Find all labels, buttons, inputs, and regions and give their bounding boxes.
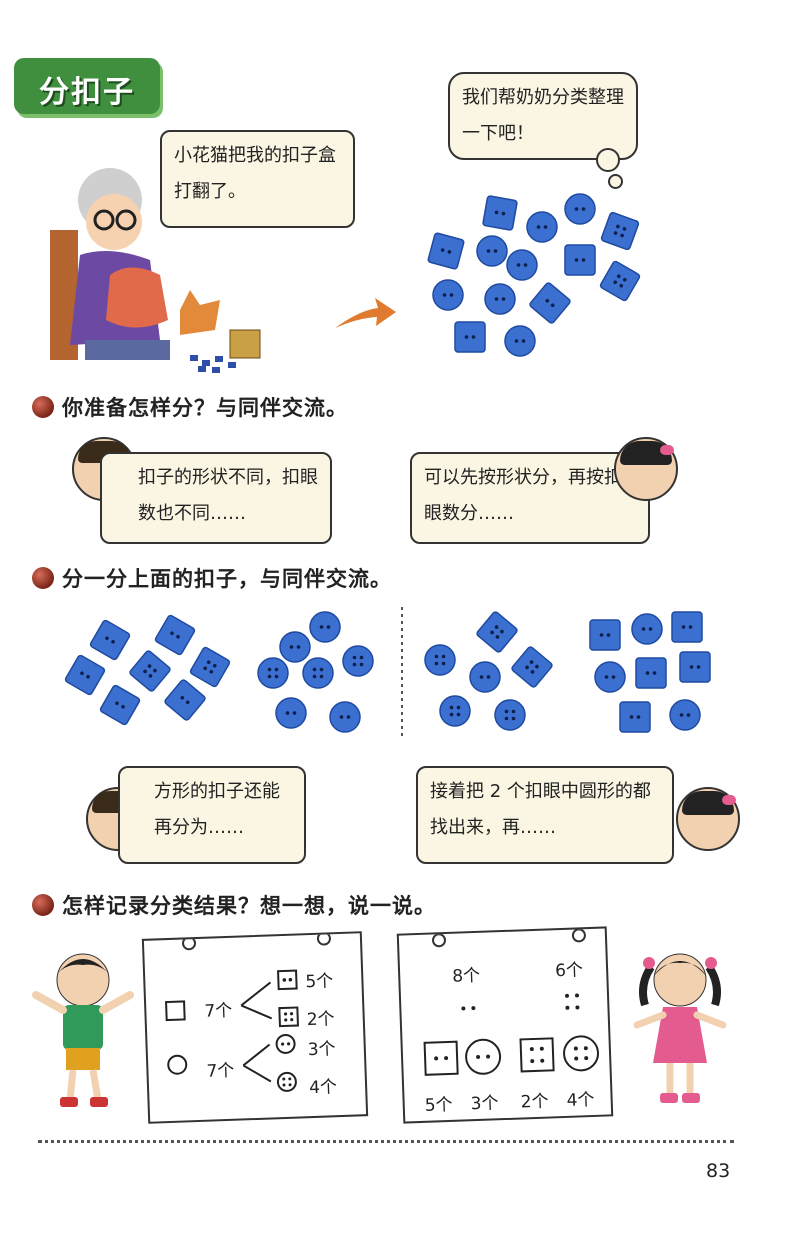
circle-button-4holes <box>494 699 526 731</box>
circle-button-4holes <box>342 645 374 677</box>
square-total: 7个 <box>204 1000 233 1022</box>
bullet-icon <box>32 396 54 418</box>
square-button-4holes <box>476 611 518 653</box>
circle-button-2holes <box>309 611 341 643</box>
boy-speech-1-text: 扣子的形状不同，扣眼数也不同…… <box>138 467 318 524</box>
square-button-2holes <box>99 684 141 726</box>
square-button-4holes <box>511 646 553 688</box>
square-button-4holes <box>600 211 640 251</box>
boy-figure <box>32 953 134 1107</box>
girl-figure <box>633 953 727 1103</box>
square-4holes-count: 2个 <box>306 1009 335 1031</box>
count-square-4holes: 2个 <box>520 1091 549 1113</box>
circle-button-2holes <box>476 235 508 267</box>
question-3-text: 怎样记录分类结果？想一想，说一说。 <box>62 894 436 918</box>
square-button-2holes <box>89 619 131 661</box>
circle-2holes-count: 3个 <box>307 1039 336 1061</box>
bullet-icon <box>32 894 54 916</box>
circle-button-4holes <box>302 657 334 689</box>
circle-button-2holes <box>329 701 361 733</box>
grandma-illustration <box>50 168 261 373</box>
circle-button-2holes <box>594 661 626 693</box>
square-button-4holes <box>599 260 641 302</box>
circle-button-2holes <box>564 193 596 225</box>
girl-avatar <box>676 787 740 851</box>
circle-button-2holes <box>484 283 516 315</box>
lesson-title-text: 分扣子 <box>39 75 135 110</box>
boy-speech-bubble-2: 方形的扣子还能再分为…… <box>118 766 306 864</box>
square-2holes-count: 5个 <box>305 971 334 993</box>
square-button-2holes <box>64 654 106 696</box>
square-button-2holes <box>589 619 621 651</box>
page-number: 83 <box>706 1160 731 1182</box>
square-button-2holes <box>529 282 571 324</box>
scattered-buttons <box>427 193 641 357</box>
thought-text: 我们帮奶奶分类整理一下吧！ <box>462 87 624 144</box>
record-note-2: 8个 6个 5个 3个 2个 4个 <box>396 926 614 1124</box>
page-divider <box>38 1140 734 1143</box>
four-hole-total: 6个 <box>554 960 584 982</box>
arrow-icon <box>335 298 396 328</box>
square-button-2holes <box>454 321 486 353</box>
question-1: 你准备怎样分？与同伴交流。 <box>32 392 348 422</box>
square-button-2holes <box>679 651 711 683</box>
square-button-2holes <box>619 701 651 733</box>
girl-speech-bubble-1: 可以先按形状分，再按扣眼数分…… <box>410 452 650 544</box>
square-button-4holes <box>129 650 171 692</box>
circle-button-4holes <box>439 695 471 727</box>
circle-button-2holes <box>432 279 464 311</box>
square-button-4holes <box>189 646 231 688</box>
square-button-2holes <box>154 614 196 656</box>
question-3: 怎样记录分类结果？想一想，说一说。 <box>32 890 436 920</box>
count-square-2holes: 5个 <box>424 1094 453 1116</box>
bullet-icon <box>32 567 54 589</box>
circle-button-2holes <box>506 249 538 281</box>
grandma-speech-bubble: 小花猫把我的扣子盒打翻了。 <box>160 130 355 228</box>
square-button-2holes <box>427 232 465 270</box>
square-button-2holes <box>564 244 596 276</box>
thought-dot <box>596 148 620 172</box>
circle-button-4holes <box>257 657 289 689</box>
hole-grouping-diagram <box>423 928 600 1076</box>
lesson-title: 分扣子 <box>14 58 160 114</box>
record-note-1: 7个 7个 5个 2个 3个 4个 <box>141 931 369 1124</box>
circle-button-2holes <box>279 631 311 663</box>
question-1-text: 你准备怎样分？与同伴交流。 <box>62 396 348 420</box>
circle-button-2holes <box>669 699 701 731</box>
sorted-buttons <box>64 607 711 740</box>
question-2: 分一分上面的扣子，与同伴交流。 <box>32 563 392 593</box>
square-button-2holes <box>635 657 667 689</box>
circle-4holes-count: 4个 <box>308 1077 338 1099</box>
count-circle-4holes: 4个 <box>566 1089 595 1111</box>
boy-speech-bubble-1: 扣子的形状不同，扣眼数也不同…… <box>100 452 332 544</box>
square-button-2holes <box>164 679 206 721</box>
circle-button-2holes <box>526 211 558 243</box>
thought-bubble: 我们帮奶奶分类整理一下吧！ <box>448 72 638 160</box>
tree-diagram <box>165 933 331 1092</box>
square-button-2holes <box>671 611 703 643</box>
count-circle-2holes: 3个 <box>470 1093 499 1115</box>
grandma-speech-text: 小花猫把我的扣子盒打翻了。 <box>174 145 336 202</box>
thought-dot <box>608 174 623 189</box>
girl-avatar <box>614 437 678 501</box>
girl-speech-1-text: 可以先按形状分，再按扣眼数分…… <box>424 467 622 524</box>
circle-total: 7个 <box>206 1060 235 1082</box>
girl-speech-bubble-2: 接着把 2 个扣眼中圆形的都找出来，再…… <box>416 766 674 864</box>
circle-button-2holes <box>631 613 663 645</box>
circle-button-4holes <box>424 644 456 676</box>
question-2-text: 分一分上面的扣子，与同伴交流。 <box>62 567 392 591</box>
circle-button-2holes <box>469 661 501 693</box>
boy-speech-2-text: 方形的扣子还能再分为…… <box>154 781 280 838</box>
circle-button-2holes <box>275 697 307 729</box>
girl-speech-2-text: 接着把 2 个扣眼中圆形的都找出来，再…… <box>430 781 651 838</box>
circle-button-2holes <box>504 325 536 357</box>
two-hole-total: 8个 <box>451 965 481 987</box>
square-button-2holes <box>482 195 518 231</box>
